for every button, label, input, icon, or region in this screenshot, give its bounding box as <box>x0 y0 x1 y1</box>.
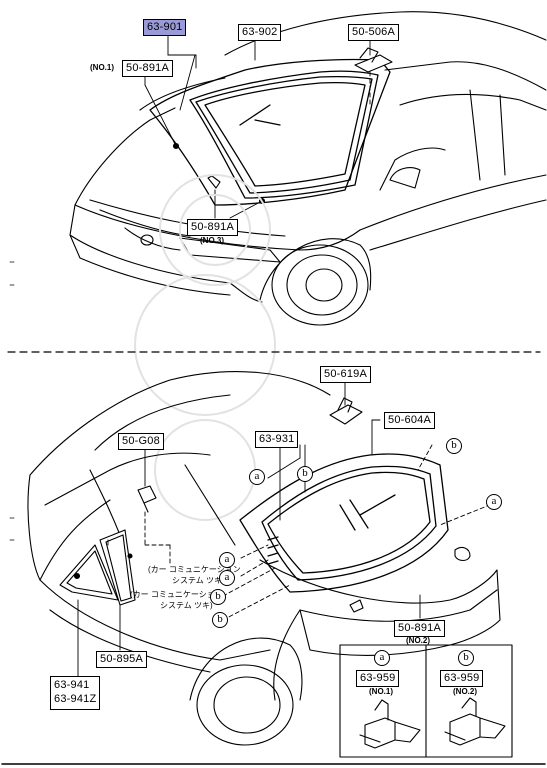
part-label-50-891A-no1[interactable]: 50-891A <box>122 60 173 77</box>
inset-note-b: (NO.2) <box>453 687 477 696</box>
part-label-50-891A-no3[interactable]: 50-891A <box>187 219 238 236</box>
note-car-comm-1a: (カー コミュニケーション <box>148 565 241 574</box>
part-label-63-941Z: 63-941Z <box>54 692 97 705</box>
bottom-leaders <box>77 379 498 677</box>
callout-a-left-2[interactable]: a <box>219 570 235 586</box>
part-label-50-895A[interactable]: 50-895A <box>96 651 147 668</box>
part-label-63-931[interactable]: 63-931 <box>255 431 299 448</box>
part-label-50-506A[interactable]: 50-506A <box>348 24 399 41</box>
margin-marks <box>1 261 546 765</box>
windshield-top <box>149 58 391 206</box>
callout-a-left-1[interactable]: a <box>219 552 235 568</box>
part-label-63-902[interactable]: 63-902 <box>238 24 282 41</box>
part-label-50-604A[interactable]: 50-604A <box>384 412 435 429</box>
callout-b-left-2[interactable]: b <box>212 612 228 628</box>
part-label-63-941: 63-941 <box>54 679 90 691</box>
note-no2: (NO.2) <box>406 636 430 645</box>
callout-b-upper[interactable]: b <box>297 466 313 482</box>
callout-b-right-top[interactable]: b <box>446 438 462 454</box>
detail-inset-box <box>339 644 513 758</box>
part-label-63-941-group[interactable]: 63-941 63-941Z <box>50 676 101 710</box>
top-car-drawing <box>69 11 547 326</box>
part-label-50-619A[interactable]: 50-619A <box>320 366 371 383</box>
rear-window <box>239 453 449 593</box>
inset-note-a: (NO.1) <box>369 687 393 696</box>
note-no3: (NO.3) <box>200 236 224 245</box>
note-car-comm-1b: システム ツキ) <box>172 576 225 585</box>
part-label-63-901[interactable]: 63-901 <box>143 19 187 36</box>
part-label-50-G08[interactable]: 50-G08 <box>118 433 164 450</box>
callout-a-upper[interactable]: a <box>249 469 265 485</box>
callout-b-left-1[interactable]: b <box>210 589 226 605</box>
inset-part-b[interactable]: 63-959 <box>440 670 484 687</box>
inset-part-a[interactable]: 63-959 <box>356 670 400 687</box>
inset-callout-a: a <box>374 650 390 666</box>
bottom-small-parts <box>59 397 363 606</box>
callout-a-right[interactable]: a <box>486 494 502 510</box>
inset-callout-b: b <box>458 650 474 666</box>
note-no1: (NO.1) <box>90 63 114 72</box>
note-car-comm-2a: (カー コミュニケーション <box>130 590 223 599</box>
part-label-50-891A-no2[interactable]: 50-891A <box>394 620 445 637</box>
note-car-comm-2b: システム ツキ) <box>160 601 213 610</box>
